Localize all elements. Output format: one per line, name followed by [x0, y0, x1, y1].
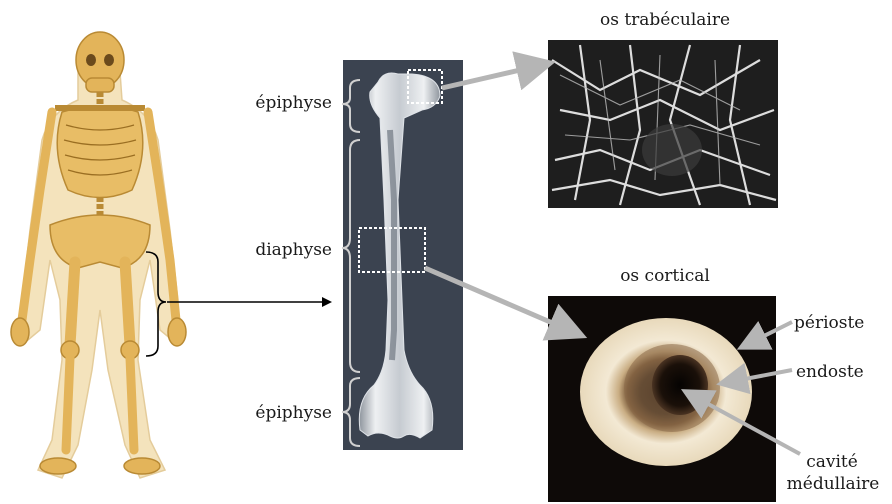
- tibia-right: [130, 358, 134, 450]
- femur-right: [125, 262, 130, 345]
- cortical-bone-photo: [548, 296, 776, 502]
- hand-left: [11, 318, 29, 346]
- tibia-left: [66, 358, 70, 450]
- foot-right: [124, 458, 160, 474]
- trabecular-bone-photo: [548, 40, 778, 208]
- medullary-cavity: [652, 355, 708, 415]
- label-epiphyse-bottom: épiphyse: [232, 403, 332, 423]
- eye-socket-left: [86, 54, 96, 66]
- ribcage: [57, 106, 143, 198]
- femur-xray: [343, 60, 463, 450]
- label-medullaire: médullaire: [776, 474, 890, 494]
- pelvis: [50, 215, 150, 268]
- label-epiphyse-top: épiphyse: [232, 93, 332, 113]
- label-os-trabeculaire: os trabéculaire: [570, 10, 760, 30]
- jaw: [86, 78, 114, 92]
- label-diaphyse: diaphyse: [232, 240, 332, 260]
- femur-left: [70, 262, 75, 345]
- label-os-cortical: os cortical: [580, 266, 750, 286]
- hand-right: [168, 318, 186, 346]
- skeleton-figure: [11, 32, 186, 478]
- label-cavite: cavité: [782, 452, 882, 472]
- label-perioste: périoste: [794, 313, 864, 333]
- label-endoste: endoste: [796, 362, 864, 382]
- eye-socket-right: [104, 54, 114, 66]
- foot-left: [40, 458, 76, 474]
